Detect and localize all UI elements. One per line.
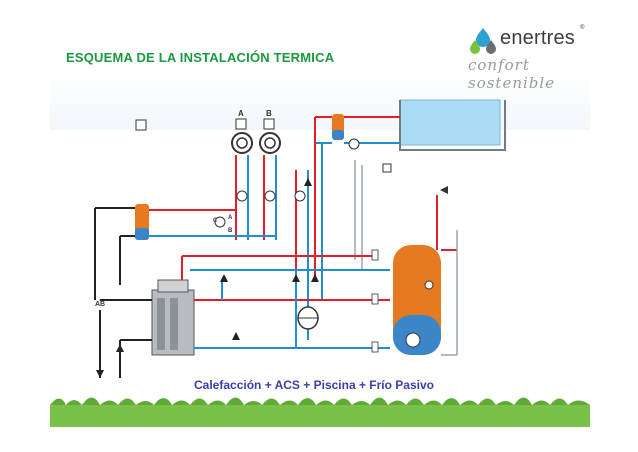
valve-port-a-label: A	[228, 215, 233, 221]
pool-wall	[399, 100, 506, 151]
shower-icon	[440, 186, 448, 194]
three-way-valve-icon	[214, 216, 226, 228]
grass-blades	[50, 397, 590, 405]
circuit-b-controller-icon	[263, 118, 275, 130]
brand-tagline: confort sostenible	[468, 56, 556, 92]
grass-strip	[50, 405, 590, 427]
valve-port-ab-label: AB	[95, 301, 106, 308]
circuit-a-radiator-icon	[231, 132, 253, 154]
circuit-b-label: B	[266, 109, 272, 118]
thermostat-icon	[135, 119, 147, 131]
pool-sensor-icon	[382, 163, 392, 173]
pool-pump-icon	[348, 138, 360, 150]
valve-port-c-label: C	[213, 218, 218, 224]
pool	[399, 99, 501, 146]
page-title: ESQUEMA DE LA INSTALACIÓN TERMICA	[66, 50, 335, 65]
brand-logo: enertres ® confort sostenible	[468, 22, 588, 92]
circuit-a-label: A	[238, 109, 244, 118]
caption: Calefacción + ACS + Piscina + Frío Pasiv…	[194, 378, 434, 392]
logo-drops-icon	[470, 28, 496, 54]
brand-name: enertres	[500, 27, 575, 49]
circuit-b-radiator-icon	[259, 132, 281, 154]
circuit-a-controller-icon	[235, 118, 247, 130]
dhw-coil-icon	[405, 332, 421, 348]
brand-registered: ®	[580, 25, 585, 31]
pool-heat-exchanger-cold	[332, 130, 344, 140]
valve-port-b-label: B	[228, 228, 233, 234]
